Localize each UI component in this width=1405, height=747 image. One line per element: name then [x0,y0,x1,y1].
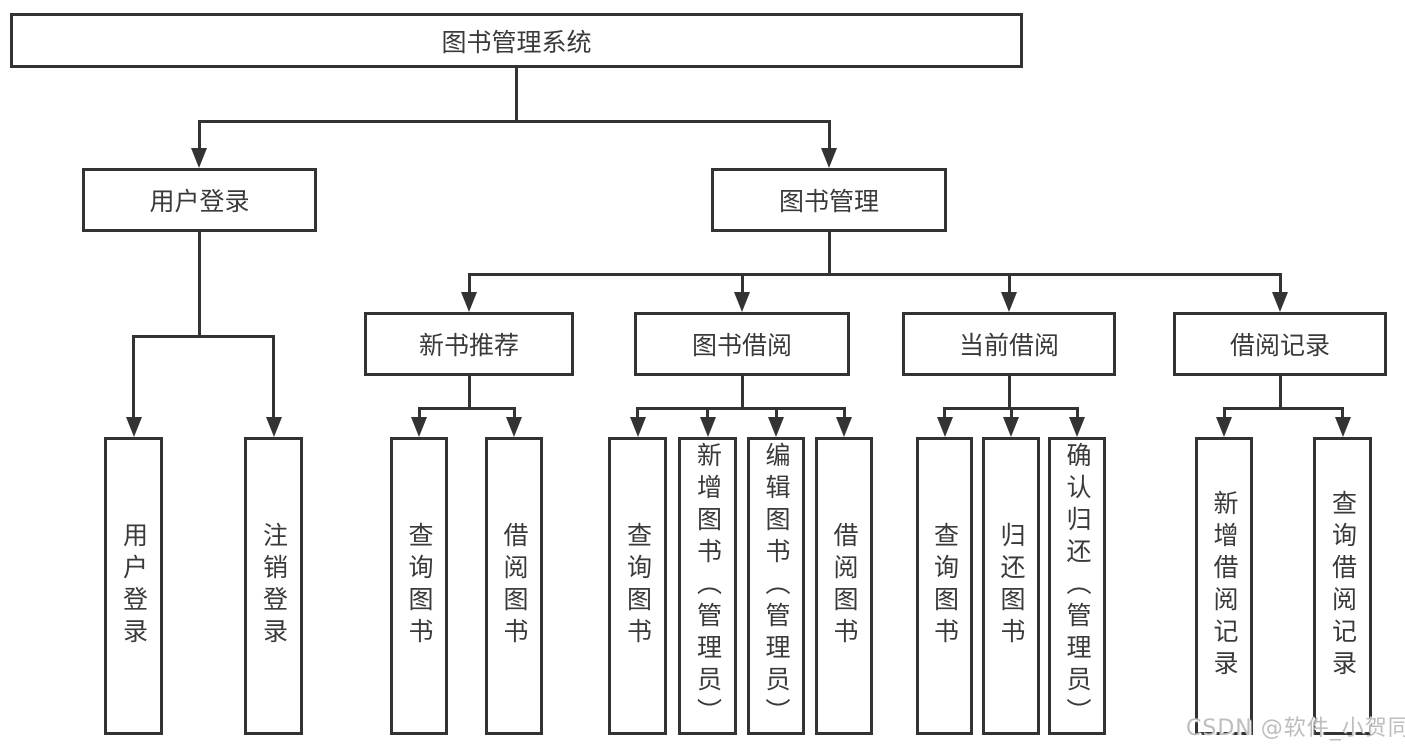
connector-current-stem [1007,376,1011,407]
arrowhead [411,417,427,437]
leaf-user-login: 用户登录 [104,437,163,735]
leaf-edit-book-admin: 编辑图书（管理员） [747,437,805,735]
connector-root-stem [515,68,518,120]
connector-records-stem [1278,376,1282,407]
arrowhead [1069,417,1085,437]
connector-borrow-branch [636,407,846,410]
connector-arrow-shaft [132,335,135,419]
connector-arrow-shaft [272,335,275,419]
node-user-login: 用户登录 [82,168,317,232]
arrowhead [1001,292,1017,312]
node-book-management: 图书管理 [711,168,947,232]
connector-arrow-shaft [1007,273,1011,294]
connector-arrow-shaft [943,407,946,419]
arrowhead [699,417,716,437]
leaf-query-borrow-record: 查询借阅记录 [1313,437,1372,735]
leaf-add-borrow-record: 新增借阅记录 [1195,437,1253,735]
arrowhead [734,292,750,312]
connector-records-branch [1222,407,1344,410]
arrowhead [1272,292,1288,312]
connector-arrow-shaft [740,273,744,294]
arrowhead [191,148,207,168]
connector-recommend-branch [417,407,516,410]
arrowhead [821,148,837,168]
arrowhead [836,417,852,437]
node-current-borrow: 当前借阅 [902,312,1116,376]
connector-arrow-shaft [1075,407,1079,419]
arrowhead [125,417,142,437]
connector-arrow-shaft [636,407,639,419]
arrowhead [768,417,784,437]
watermark-text: CSDN @软件_小贺同学 [1186,716,1405,741]
arrowhead [629,417,646,437]
leaf-add-book-admin: 新增图书（管理员） [678,437,737,735]
connector-level2-branch [197,120,831,123]
leaf-return-book: 归还图书 [982,437,1040,735]
connector-arrow-shaft [774,407,778,419]
leaf-query-book-1: 查询图书 [390,437,448,735]
connector-recommend-stem [467,376,471,407]
connector-arrow-shaft [467,273,471,294]
connector-arrow-shaft [1009,407,1013,419]
arrowhead [936,417,953,437]
connector-book-mgmt-stem [827,232,831,273]
leaf-borrow-book-2: 借阅图书 [815,437,873,735]
connector-arrow-shaft [197,120,201,150]
arrowhead [265,417,282,437]
arrowhead [506,417,522,437]
connector-arrow-shaft [706,407,709,419]
connector-level3-branch [467,273,1281,276]
arrowhead [1216,417,1232,437]
leaf-borrow-book-1: 借阅图书 [485,437,543,735]
leaf-logout: 注销登录 [244,437,303,735]
connector-arrow-shaft [1278,273,1282,294]
connector-arrow-shaft [1341,407,1344,419]
connector-arrow-shaft [1222,407,1226,419]
node-root: 图书管理系统 [10,13,1023,68]
arrowhead [1334,417,1351,437]
connector-arrow-shaft [842,407,846,419]
connector-arrow-shaft [417,407,421,419]
leaf-query-book-3: 查询图书 [916,437,973,735]
connector-borrow-stem [740,376,744,407]
connector-user-login-stem [197,232,201,335]
connector-arrow-shaft [512,407,516,419]
connector-user-login-branch [132,335,275,338]
arrowhead [1003,417,1019,437]
leaf-confirm-return-admin: 确认归还（管理员） [1048,437,1106,735]
leaf-query-book-2: 查询图书 [608,437,667,735]
node-borrow-records: 借阅记录 [1173,312,1387,376]
arrowhead [461,292,477,312]
node-book-borrow: 图书借阅 [634,312,850,376]
node-new-book-recommend: 新书推荐 [364,312,574,376]
connector-arrow-shaft [827,120,831,150]
